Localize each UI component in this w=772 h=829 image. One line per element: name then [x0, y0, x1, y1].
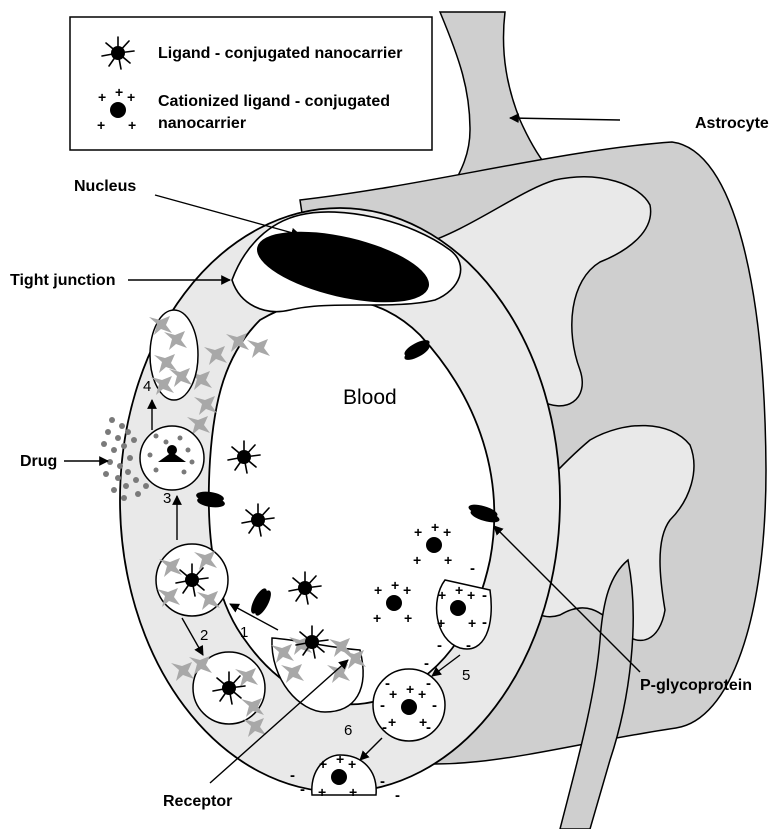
astrocyte-label: Astrocyte — [695, 115, 769, 132]
svg-text:-: - — [432, 697, 437, 714]
legend-box — [70, 17, 432, 150]
step-number-4: 4 — [143, 378, 151, 395]
legend-cationized-text-1: Cationized ligand - conjugated — [158, 93, 390, 110]
step-number-6: 6 — [344, 722, 352, 739]
nucleus-label: Nucleus — [74, 178, 136, 195]
step-number-3: 3 — [163, 490, 171, 507]
svg-text:-: - — [426, 675, 431, 692]
svg-text:-: - — [424, 655, 429, 672]
legend-ligand-text: Ligand - conjugated nanocarrier — [158, 45, 402, 62]
step-number-5: 5 — [462, 667, 470, 684]
drug-label: Drug — [20, 453, 57, 470]
svg-text:-: - — [290, 767, 295, 784]
svg-text:-: - — [482, 614, 487, 631]
receptor-label: Receptor — [163, 793, 232, 810]
svg-text:-: - — [380, 773, 385, 790]
p-glycoprotein-label: P-glycoprotein — [640, 677, 752, 694]
tight-junction-label: Tight junction — [10, 272, 115, 289]
svg-text:-: - — [470, 560, 475, 577]
svg-text:-: - — [426, 719, 431, 736]
svg-text:-: - — [395, 787, 400, 804]
step-number-2: 2 — [200, 627, 208, 644]
svg-text:-: - — [300, 781, 305, 798]
svg-text:-: - — [385, 675, 390, 692]
legend-cationized-text-2: nanocarrier — [158, 115, 246, 132]
svg-text:-: - — [466, 637, 471, 654]
svg-text:-: - — [380, 697, 385, 714]
svg-text:-: - — [482, 587, 487, 604]
step-number-1: 1 — [240, 624, 248, 641]
svg-text:-: - — [437, 637, 442, 654]
blood-label: Blood — [343, 386, 397, 409]
svg-text:-: - — [382, 719, 387, 736]
